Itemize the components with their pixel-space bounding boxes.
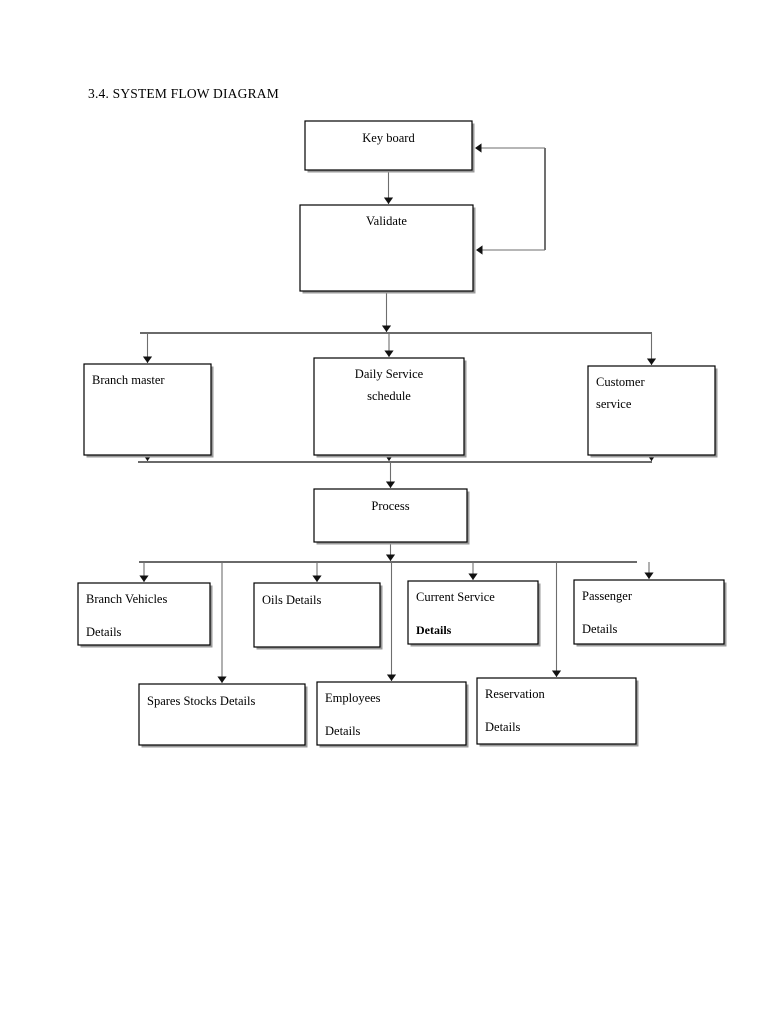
node-customer-service[interactable]: Customer service: [587, 365, 718, 458]
node-box: [476, 677, 637, 745]
node-label-line: Customer: [596, 375, 645, 389]
node-label-line: schedule: [367, 389, 411, 403]
node-label-line: Spares Stocks Details: [147, 694, 255, 708]
node-label-line: Current Service: [416, 590, 495, 604]
node-box: [587, 365, 716, 456]
node-process[interactable]: Process: [313, 488, 470, 545]
page-title: 3.4. SYSTEM FLOW DIAGRAM: [88, 86, 279, 101]
node-daily-service-schedule[interactable]: Daily Service schedule: [313, 357, 467, 458]
node-label-line: Details: [86, 625, 122, 639]
node-label-line: Details: [416, 623, 452, 637]
node-label-line: Reservation: [485, 687, 545, 701]
node-box: [313, 488, 468, 543]
node-label-line: Process: [371, 499, 409, 513]
node-label-line: Details: [325, 724, 361, 738]
node-label-line: Oils Details: [262, 593, 322, 607]
node-box: [313, 357, 465, 456]
node-label-line: Branch Vehicles: [86, 592, 167, 606]
node-box: [253, 582, 381, 648]
node-label-line: Validate: [366, 214, 407, 228]
node-keyboard[interactable]: Key board: [304, 120, 475, 173]
node-label-line: Details: [582, 622, 618, 636]
node-oils-details[interactable]: Oils Details: [253, 582, 383, 650]
node-spares-stocks-details[interactable]: Spares Stocks Details: [138, 683, 308, 748]
connector-layer: [138, 143, 657, 683]
node-box: [573, 579, 725, 645]
node-box: [299, 204, 474, 292]
node-label-line: Passenger: [582, 589, 633, 603]
node-box: [316, 681, 467, 746]
node-validate[interactable]: Validate: [299, 204, 476, 294]
node-label-line: Daily Service: [355, 367, 424, 381]
node-label-line: service: [596, 397, 632, 411]
node-label-line: Branch master: [92, 373, 165, 387]
node-label-line: Employees: [325, 691, 381, 705]
node-box: [138, 683, 306, 746]
node-branch-master[interactable]: Branch master: [83, 363, 214, 458]
node-box: [77, 582, 211, 646]
node-box: [83, 363, 212, 456]
node-label-line: Details: [485, 720, 521, 734]
node-label-line: Key board: [362, 131, 415, 145]
node-box: [407, 580, 539, 645]
node-box: [304, 120, 473, 171]
